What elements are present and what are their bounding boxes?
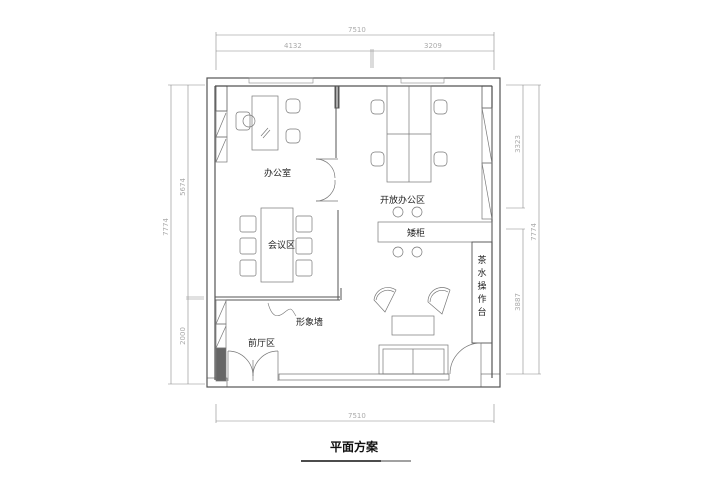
label-image-wall: 形象墙 xyxy=(296,318,324,328)
dim-top-left: 4132 xyxy=(284,42,302,50)
boss-desk xyxy=(235,95,279,151)
dim-left-total: 7774 xyxy=(161,218,170,236)
lobby-cabinets xyxy=(215,299,227,382)
coffee-table xyxy=(391,315,435,336)
label-tea-counter: 茶水操作台 xyxy=(477,256,487,318)
sofa xyxy=(378,344,449,375)
bottom-dimension-lines xyxy=(215,404,495,423)
dim-left-upper: 5674 xyxy=(178,178,187,196)
bottom-walls xyxy=(206,373,501,388)
open-office-cabinets xyxy=(481,85,493,220)
dim-left-lower: 2000 xyxy=(178,327,187,345)
tea-counter xyxy=(471,241,493,344)
side-door xyxy=(449,342,482,375)
office-door xyxy=(315,158,338,202)
office-guest-chairs xyxy=(285,98,301,144)
top-dimension-lines xyxy=(215,32,495,70)
label-lobby: 前厅区 xyxy=(248,339,276,349)
dim-right-lower: 3887 xyxy=(513,293,522,311)
stools xyxy=(392,206,423,258)
windows xyxy=(248,77,445,84)
image-wall-leader xyxy=(267,302,297,317)
meeting-table xyxy=(239,207,313,283)
label-office: 办公室 xyxy=(264,169,292,179)
drawing-title: 平面方案 xyxy=(330,440,379,454)
dim-top-total: 7510 xyxy=(348,26,366,34)
office-cabinets xyxy=(215,85,228,163)
left-dimension-lines xyxy=(168,84,205,385)
open-office-desks xyxy=(370,85,448,183)
lounge-chairs xyxy=(373,287,451,315)
label-low-cabinet: 矮柜 xyxy=(407,229,426,239)
dim-bottom-total: 7510 xyxy=(348,412,366,420)
dim-right-total: 7774 xyxy=(529,223,538,241)
dim-right-upper: 3323 xyxy=(513,135,522,153)
label-open-office: 开放办公区 xyxy=(380,196,426,206)
right-dimension-lines xyxy=(506,84,541,375)
label-meeting: 会议区 xyxy=(268,241,296,251)
entrance-door xyxy=(227,350,279,381)
low-cabinet xyxy=(377,221,493,243)
dim-top-right: 3209 xyxy=(424,42,442,50)
